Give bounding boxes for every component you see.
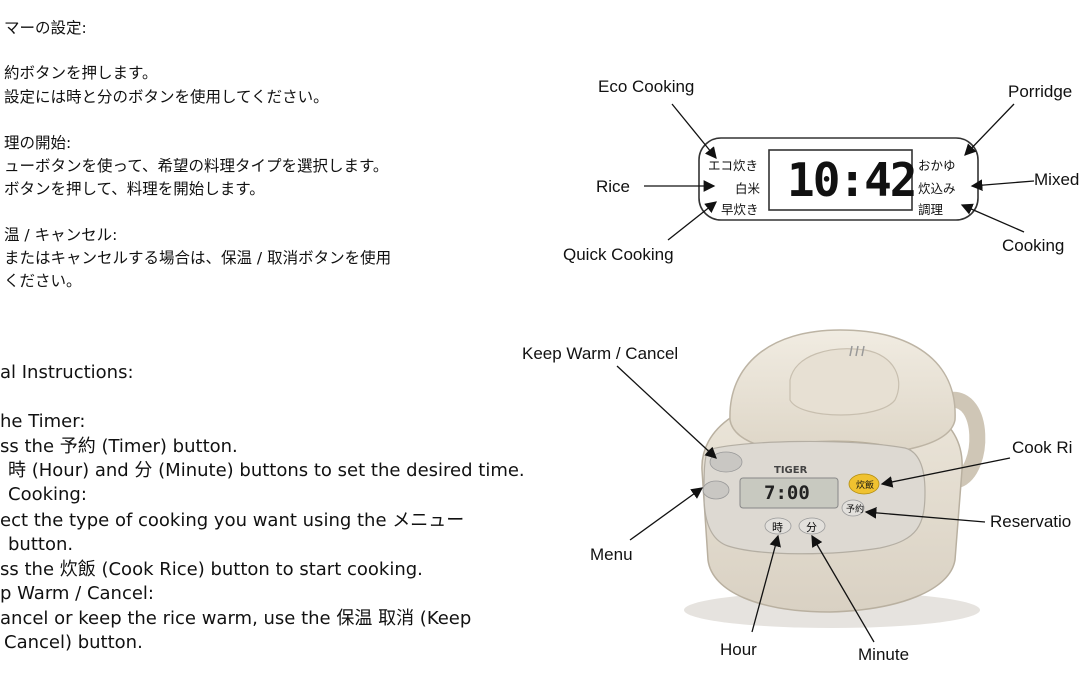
cooker-brand: TIGER	[774, 465, 808, 476]
en-line: ect the type of cooking you want using t…	[0, 510, 465, 531]
callout-cook-rice: Cook Ri	[1012, 438, 1073, 457]
panel-label-quick: 早炊き	[721, 202, 759, 217]
en-line: he Timer:	[0, 411, 86, 432]
en-line: ancel or keep the rice warm, use the 保温 …	[0, 608, 472, 629]
callout-mixed: Mixed	[1034, 170, 1080, 189]
panel-label-porridge: おかゆ	[918, 158, 956, 173]
callout-cooking: Cooking	[1002, 236, 1065, 255]
timer-button-label: 予約	[846, 505, 865, 515]
panel-lcd-time: 10:42	[787, 153, 917, 207]
jp-line: マーの設定:	[4, 19, 87, 37]
callout-hour: Hour	[720, 640, 757, 659]
en-line: 時 (Hour) and 分 (Minute) buttons to set t…	[8, 460, 525, 481]
callout-porridge: Porridge	[1008, 82, 1073, 101]
cooker-lcd-time: 7:00	[764, 482, 810, 504]
jp-line: またはキャンセルする場合は、保温 / 取消ボタンを使用	[4, 249, 392, 267]
cook-rice-button	[848, 473, 880, 495]
callout-reservation: Reservatio	[990, 512, 1072, 531]
lcd-outline	[768, 149, 913, 211]
panel-label-mixed: 炊込み	[918, 181, 956, 196]
jp-line: 設定には時と分のボタンを使用してください。	[4, 88, 329, 106]
callout-quick-cooking: Quick Cooking	[563, 245, 674, 264]
en-line: ss the 炊飯 (Cook Rice) button to start co…	[0, 559, 423, 580]
jp-line: 温 / キャンセル:	[4, 226, 118, 244]
minute-button-label: 分	[806, 521, 817, 534]
cooker-lcd	[739, 477, 839, 509]
jp-line: 理の開始:	[4, 134, 72, 152]
en-line: al Instructions:	[0, 362, 134, 383]
timer-button	[841, 499, 865, 517]
menu-button	[702, 480, 730, 500]
en-line: ss the 予約 (Timer) button.	[0, 436, 238, 457]
en-line: button.	[8, 534, 74, 555]
callout-keep-warm-cancel: Keep Warm / Cancel	[522, 344, 679, 363]
jp-line: ください。	[4, 272, 82, 290]
panel-label-white-rice: 白米	[735, 181, 761, 196]
panel-label-cooking: 調理	[918, 202, 944, 217]
hour-button	[764, 517, 792, 535]
jp-line: ボタンを押して、料理を開始します。	[4, 180, 265, 198]
jp-line: 約ボタンを押します。	[4, 64, 158, 82]
minute-button	[798, 517, 826, 535]
en-line: Cooking:	[8, 484, 87, 505]
en-line: p Warm / Cancel:	[0, 583, 154, 604]
keep-warm-cancel-button	[709, 451, 743, 473]
cook-button-label: 炊飯	[856, 481, 875, 491]
callout-menu: Menu	[590, 545, 633, 564]
hour-button-label: 時	[772, 521, 783, 534]
callout-minute: Minute	[858, 645, 910, 664]
callout-eco-cooking: Eco Cooking	[598, 77, 695, 96]
callout-rice: Rice	[596, 177, 631, 196]
panel-label-eco: エコ炊き	[708, 158, 759, 173]
jp-line: ューボタンを使って、希望の料理タイプを選択します。	[4, 157, 389, 175]
en-line: Cancel) button.	[4, 632, 143, 653]
